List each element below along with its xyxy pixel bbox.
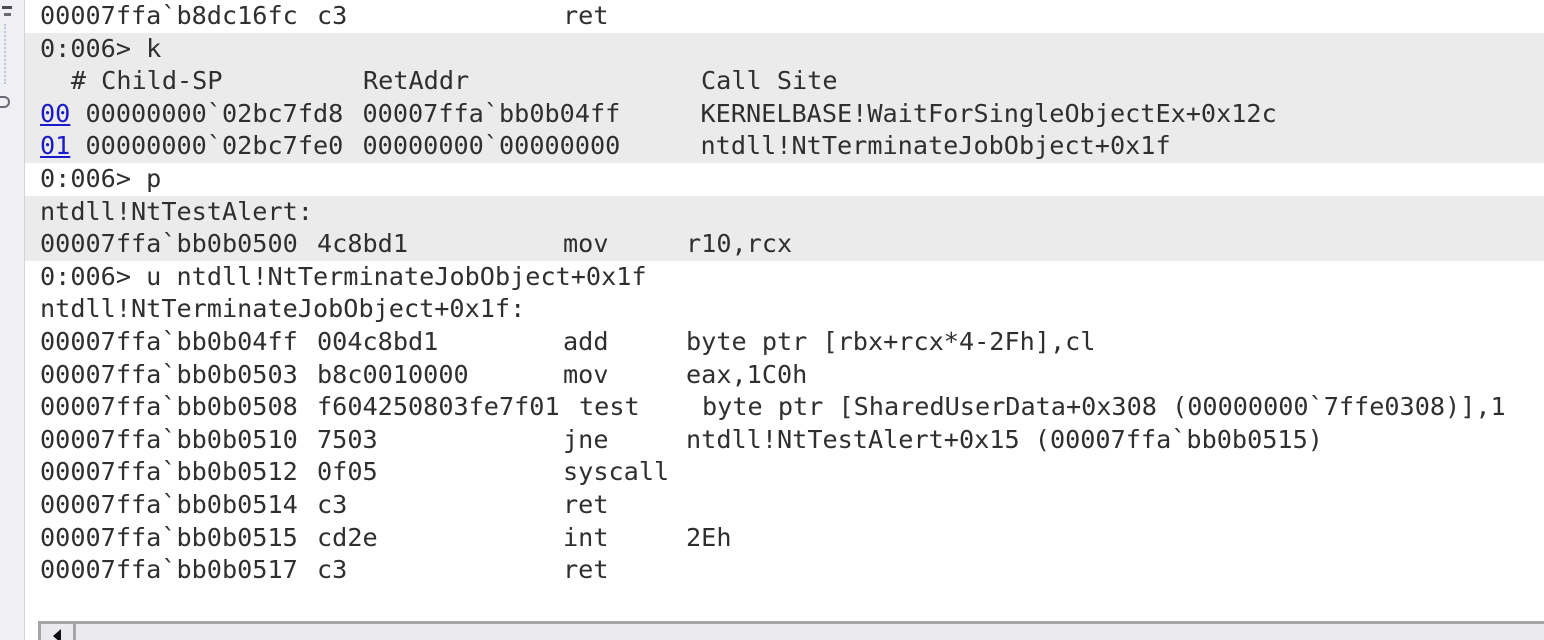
disasm-mnemonic: test (579, 392, 640, 422)
disasm-mnemonic: ret (563, 555, 609, 585)
disasm-mnemonic: int (563, 522, 609, 552)
disasm-mnemonic: syscall (563, 457, 670, 487)
disasm-bytes: b8c0010000 (317, 359, 469, 389)
frame-retaddr: 00007ffa`bb0b04ff (362, 98, 621, 128)
disasm-line: 00007ffa`bb0b0503 b8c0010000 mov eax,1C0h (25, 359, 1544, 392)
horizontal-scrollbar[interactable] (38, 621, 1544, 640)
frame-call-site: ntdll!NtTerminateJobObject+0x1f (700, 131, 1171, 161)
command-prompt-line: 0:006> p (25, 163, 1544, 196)
toolbar-grip-icon (2, 6, 12, 9)
disasm-bytes: f604250803fe7f01 (317, 392, 560, 422)
symbol-label-line: ntdll!NtTestAlert: (25, 195, 1544, 229)
symbol-label-line: ntdll!NtTerminateJobObject+0x1f: (40, 294, 526, 324)
command-text: k (146, 33, 162, 63)
disasm-operands: byte ptr [SharedUserData+0x308 (00000000… (702, 392, 1506, 422)
stack-header-child-sp: Child-SP (101, 66, 223, 96)
disasm-line: 00007ffa`bb0b0510 7503 jne ntdll!NtTestAler… (25, 424, 1544, 457)
disasm-address: 00007ffa`bb0b0508 (40, 392, 298, 422)
disasm-operands: byte ptr [rbx+rcx*4-2Fh],cl (686, 326, 1096, 356)
disasm-line: 00007ffa`bb0b0500 4c8bd1 mov r10,rcx (25, 228, 1544, 261)
disasm-bytes: 0f05 (317, 457, 378, 487)
disasm-address: 00007ffa`bb0b04ff (40, 326, 298, 356)
partial-tab-icon[interactable] (0, 96, 10, 108)
command-output-pane[interactable]: 00007ffa`b8dc16fc c3 ret 0:006> k # Child-… (25, 0, 1544, 620)
disasm-bytes: c3 (317, 555, 348, 585)
stack-header-call-site: Call Site (701, 66, 838, 96)
disasm-address: 00007ffa`bb0b0512 (40, 457, 298, 487)
frame-child-sp: 00000000`02bc7fd8 (85, 98, 344, 128)
frame-call-site: KERNELBASE!WaitForSingleObjectEx+0x12c (700, 98, 1277, 128)
disasm-line: 00007ffa`bb0b0514 c3 ret (25, 489, 1544, 522)
frame-index-link[interactable]: 01 (40, 131, 71, 161)
disasm-bytes: 7503 (317, 424, 378, 454)
disasm-operands: 2Eh (686, 522, 732, 552)
disasm-address: 00007ffa`b8dc16fc (40, 1, 298, 30)
scroll-left-arrow-icon[interactable] (38, 624, 76, 640)
frame-index-link[interactable]: 00 (40, 98, 71, 128)
command-text: u ntdll!NtTerminateJobObject+0x1f (146, 261, 647, 291)
frame-child-sp: 00000000`02bc7fe0 (85, 131, 344, 161)
disasm-mnemonic: ret (563, 489, 609, 519)
command-prompt-line: 0:006> u ntdll!NtTerminateJobObject+0x1f (25, 261, 1544, 294)
disasm-operands: eax,1C0h (686, 359, 808, 389)
disasm-mnemonic: mov (563, 359, 609, 389)
frame-retaddr: 00000000`00000000 (362, 131, 621, 161)
disasm-address: 00007ffa`bb0b0515 (40, 522, 298, 552)
dotted-separator-icon (4, 24, 9, 84)
disasm-mnemonic: ret (563, 1, 609, 30)
prompt: 0:006> (40, 261, 131, 291)
disasm-line: 00007ffa`bb0b0508 f604250803fe7f01 test byt… (25, 391, 1544, 424)
disasm-bytes: 004c8bd1 (317, 326, 439, 356)
stack-header-num: # (70, 66, 86, 96)
disasm-mnemonic: add (563, 326, 609, 356)
disasm-mnemonic: jne (563, 424, 609, 454)
prompt: 0:006> (40, 33, 131, 63)
stack-header-row: # Child-SP RetAddr Call Site (25, 65, 1544, 98)
disasm-line: 00007ffa`bb0b04ff 004c8bd1 add byte ptr [rb… (25, 326, 1544, 359)
disasm-address: 00007ffa`bb0b0503 (40, 359, 298, 389)
disasm-operands: ntdll!NtTestAlert+0x15 (00007ffa`bb0b051… (686, 424, 1323, 454)
disasm-bytes: c3 (317, 489, 348, 519)
disasm-address: 00007ffa`bb0b0500 (40, 229, 298, 259)
disasm-mnemonic: mov (563, 229, 609, 259)
disasm-line: 00007ffa`bb0b0512 0f05 syscall (25, 456, 1544, 489)
disasm-line: 00007ffa`b8dc16fc c3 ret (25, 0, 1544, 33)
disasm-operands: r10,rcx (686, 229, 793, 259)
toolbar-grip-icon-2 (4, 13, 11, 16)
command-text: p (146, 163, 162, 193)
disasm-bytes: 4c8bd1 (317, 229, 408, 259)
disasm-address: 00007ffa`bb0b0514 (40, 489, 298, 519)
stack-frame-row: 01 00000000`02bc7fe0 00000000`00000000 ntd… (25, 130, 1544, 163)
prompt: 0:006> (40, 163, 131, 193)
disasm-address: 00007ffa`bb0b0510 (40, 424, 298, 454)
disasm-address: 00007ffa`bb0b0517 (40, 555, 298, 585)
disasm-line: 00007ffa`bb0b0517 c3 ret (25, 554, 1544, 587)
stack-header-retaddr: RetAddr (363, 66, 470, 96)
disasm-bytes: cd2e (317, 522, 378, 552)
disasm-bytes: c3 (317, 1, 348, 30)
stack-frame-row: 00 00000000`02bc7fd8 00007ffa`bb0b04ff KER… (25, 97, 1544, 131)
disasm-line: 00007ffa`bb0b0515 cd2e int 2Eh (25, 522, 1544, 555)
side-toolbar-strip (0, 0, 25, 640)
command-prompt-line: 0:006> k (25, 32, 1544, 66)
